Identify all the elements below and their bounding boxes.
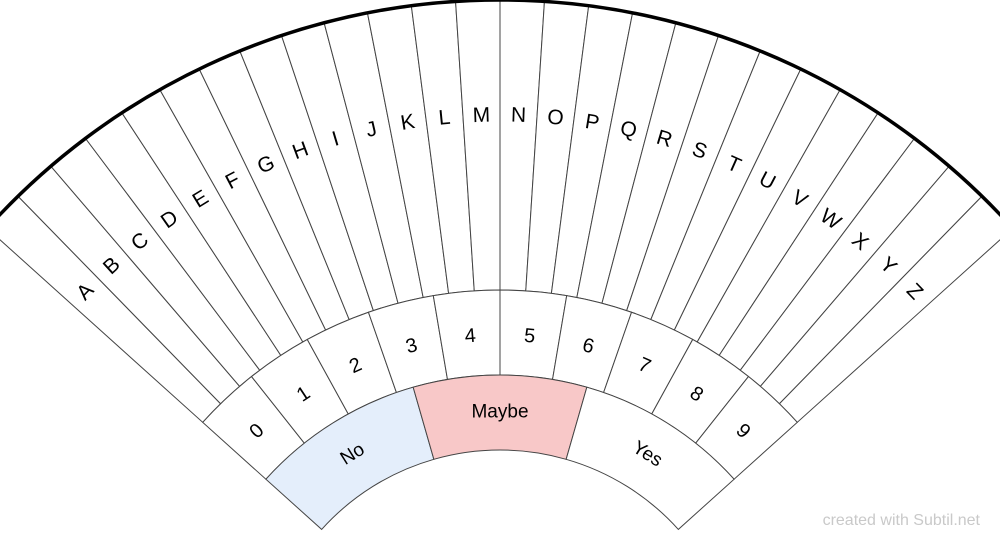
letter-label-p: P [583,110,601,135]
letter-label-k: K [399,110,417,135]
letter-label-r: R [654,126,675,152]
answer-segment-yes [565,386,735,531]
digit-label-3: 3 [404,334,420,358]
letter-label-n: N [511,104,527,127]
outer-rim-arc [0,0,1000,218]
digit-label-4: 4 [464,325,477,348]
outer-rim [0,0,1000,218]
digit-label-5: 5 [523,325,536,348]
letter-label-j: J [364,117,379,142]
letter-label-q: Q [618,117,639,143]
letter-label-l: L [438,106,452,130]
answer-label-maybe: Maybe [471,402,528,423]
letter-label-o: O [546,105,564,129]
credit-text: created with Subtil.net [822,512,980,529]
digit-label-6: 6 [580,334,596,358]
letter-label-h: H [289,137,311,164]
letter-label-m: M [472,104,490,128]
